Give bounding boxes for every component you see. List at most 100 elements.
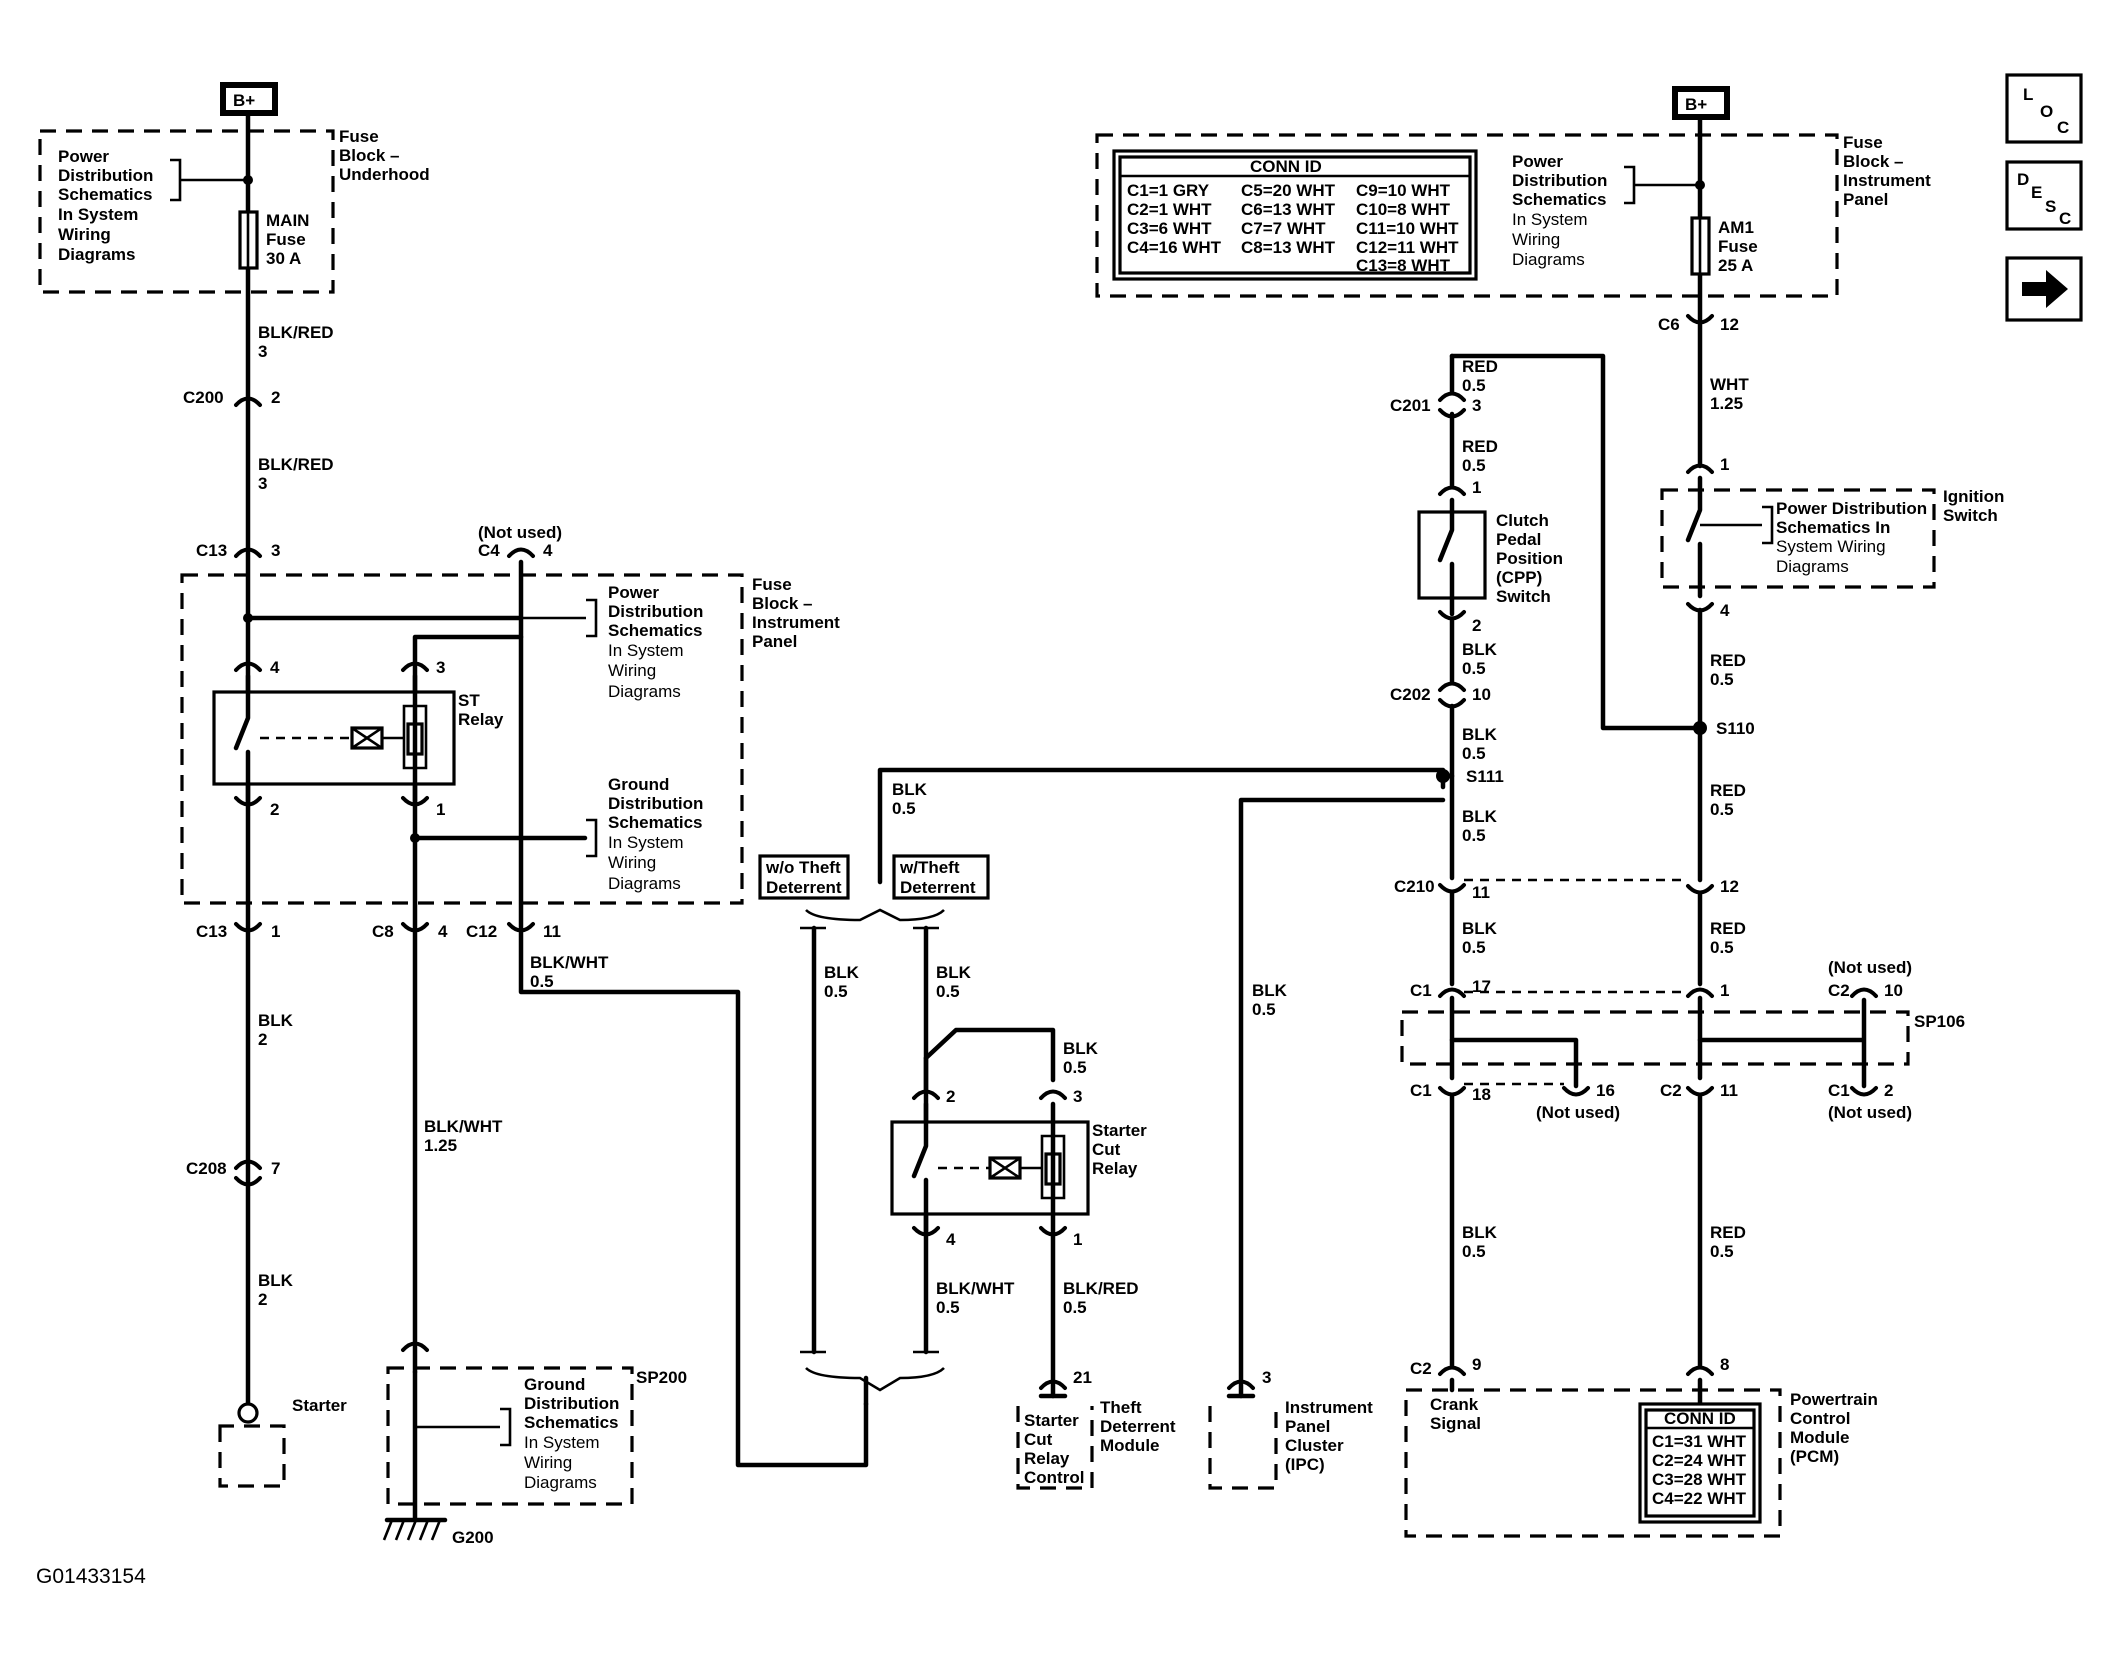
- diagram-label: Module: [1100, 1436, 1160, 1455]
- wiring-element: [805, 1366, 945, 1392]
- diagram-label: 3: [271, 541, 280, 560]
- b-plus-tag-right: B+: [1672, 86, 1730, 120]
- diagram-label: Fuse: [1718, 237, 1758, 256]
- diagram-label: Relay: [458, 710, 504, 729]
- diagram-label: BLK/WHT: [530, 953, 609, 972]
- diagram-label: C2: [1410, 1359, 1432, 1378]
- diagram-label: 30 A: [266, 249, 301, 268]
- wiring-element: [1686, 463, 1714, 474]
- wiring-element: [518, 559, 869, 1468]
- figure-id: G01433154: [36, 1565, 146, 1588]
- diagram-label: C1=31 WHT: [1652, 1432, 1747, 1451]
- wiring-element: [923, 1027, 1056, 1083]
- wiring-element: [1700, 505, 1774, 545]
- diagram-label: 1: [1472, 478, 1481, 497]
- next-arrow-button[interactable]: [2005, 256, 2083, 322]
- wiring-element: [1438, 1365, 1466, 1376]
- diagram-label: 3: [1262, 1368, 1271, 1387]
- diagram-label: 0.5: [936, 1298, 960, 1317]
- diagram-label: C4=22 WHT: [1652, 1489, 1747, 1508]
- diagram-label: C202: [1390, 685, 1431, 704]
- diagram-label: C: [2059, 209, 2071, 228]
- diagram-label: Wiring: [608, 853, 656, 872]
- diagram-label: Wiring: [608, 661, 656, 680]
- diagram-label: C13: [196, 541, 227, 560]
- diagram-label: C3=6 WHT: [1127, 219, 1212, 238]
- wiring-element: [1039, 1089, 1067, 1100]
- diagram-label: MAIN: [266, 211, 309, 230]
- diagram-label: BLK/RED: [258, 455, 334, 474]
- diagram-label: Relay: [1024, 1449, 1070, 1468]
- diagram-label: Cluster: [1285, 1436, 1344, 1455]
- diagram-label: Ground: [524, 1375, 585, 1394]
- diagram-label: Underhood: [339, 165, 430, 184]
- diagram-label: 2: [271, 388, 280, 407]
- diagram-label: Panel: [1285, 1417, 1330, 1436]
- diagram-label: BLK: [258, 1271, 294, 1290]
- diagram-label: Switch: [1943, 506, 1998, 525]
- diagram-label: 0.5: [530, 972, 554, 991]
- diagram-label: Diagrams: [1512, 250, 1585, 269]
- diagram-label: BLK: [824, 963, 860, 982]
- diagram-label: 10: [1472, 685, 1491, 704]
- diagram-label: Diagrams: [608, 874, 681, 893]
- wiring-element: [1685, 475, 1703, 599]
- diagram-label: Signal: [1430, 1414, 1481, 1433]
- diagram-label: C12=11 WHT: [1356, 238, 1459, 257]
- diagram-label: (Not used): [1536, 1103, 1620, 1122]
- diagram-label: Distribution: [524, 1394, 619, 1413]
- diagram-label: Wiring: [58, 225, 111, 244]
- connector-c4: [507, 547, 535, 558]
- option-wo-theft: w/o Theft Deterrent: [758, 854, 850, 900]
- diagram-label: D: [2017, 170, 2029, 189]
- diagram-label: 2: [270, 800, 279, 819]
- diagram-label: 4: [946, 1230, 956, 1249]
- wiring-element: [892, 854, 990, 900]
- diagram-label: S: [2045, 197, 2056, 216]
- diagram-label: BLK: [1462, 807, 1498, 826]
- diagram-label: BLK: [1462, 640, 1498, 659]
- theft-pin-label: Starter Cut Relay Control: [1024, 1411, 1084, 1487]
- wiring-element: [234, 661, 262, 672]
- wiring-element: [234, 922, 262, 933]
- option-w-theft: w/Theft Deterrent: [892, 854, 990, 900]
- diagram-label: Deterrent: [1100, 1417, 1176, 1436]
- st-relay-label: ST Relay: [458, 691, 504, 729]
- ignition-power-ref: Power Distribution Schematics In System …: [1776, 499, 1927, 576]
- diagram-label: In System: [524, 1433, 600, 1452]
- diagram-label: Wiring: [524, 1453, 572, 1472]
- diagram-label: Panel: [1843, 190, 1888, 209]
- diagram-label: 3: [436, 658, 445, 677]
- sp200-ground-ref: Ground Distribution Schematics In System…: [524, 1375, 619, 1492]
- diagram-label: C9=10 WHT: [1356, 181, 1451, 200]
- loc-button[interactable]: L O C: [2005, 73, 2083, 144]
- desc-button[interactable]: D E S C: [2005, 160, 2083, 231]
- wiring-element: [1020, 1134, 1066, 1200]
- wiring-element: [1850, 987, 1878, 998]
- diagram-label: w/o Theft: [765, 858, 841, 877]
- diagram-label: Ground: [608, 775, 669, 794]
- c4-not-used-label: (Not used): [478, 523, 562, 542]
- diagram-label: 0.5: [1462, 938, 1486, 957]
- wiring-element: [1449, 353, 1703, 731]
- wiring-element: [401, 1341, 429, 1352]
- diagram-label: Instrument: [1285, 1398, 1373, 1417]
- diagram-label: Panel: [752, 632, 797, 651]
- wiring-element: [1686, 884, 1714, 895]
- wiring-element: [243, 175, 253, 185]
- diagram-label: 1.25: [424, 1136, 457, 1155]
- wiring-element: [1850, 1086, 1878, 1097]
- diagram-label: C12: [466, 922, 497, 941]
- starter-cut-relay-label: Starter Cut Relay: [1092, 1121, 1147, 1178]
- diagram-label: Starter: [1092, 1121, 1147, 1140]
- diagram-label: C11=10 WHT: [1356, 219, 1459, 238]
- ipc-label: Instrument Panel Cluster (IPC): [1285, 1398, 1373, 1474]
- diagram-label: (CPP): [1496, 568, 1542, 587]
- wiring-element: [1624, 165, 1700, 205]
- diagram-label: S110: [1716, 719, 1755, 738]
- diagram-label: RED: [1462, 357, 1498, 376]
- diagram-label: Switch: [1496, 587, 1551, 606]
- diagram-label: 1: [1720, 455, 1729, 474]
- wiring-element: [1438, 987, 1466, 998]
- diagram-label: Instrument: [752, 613, 840, 632]
